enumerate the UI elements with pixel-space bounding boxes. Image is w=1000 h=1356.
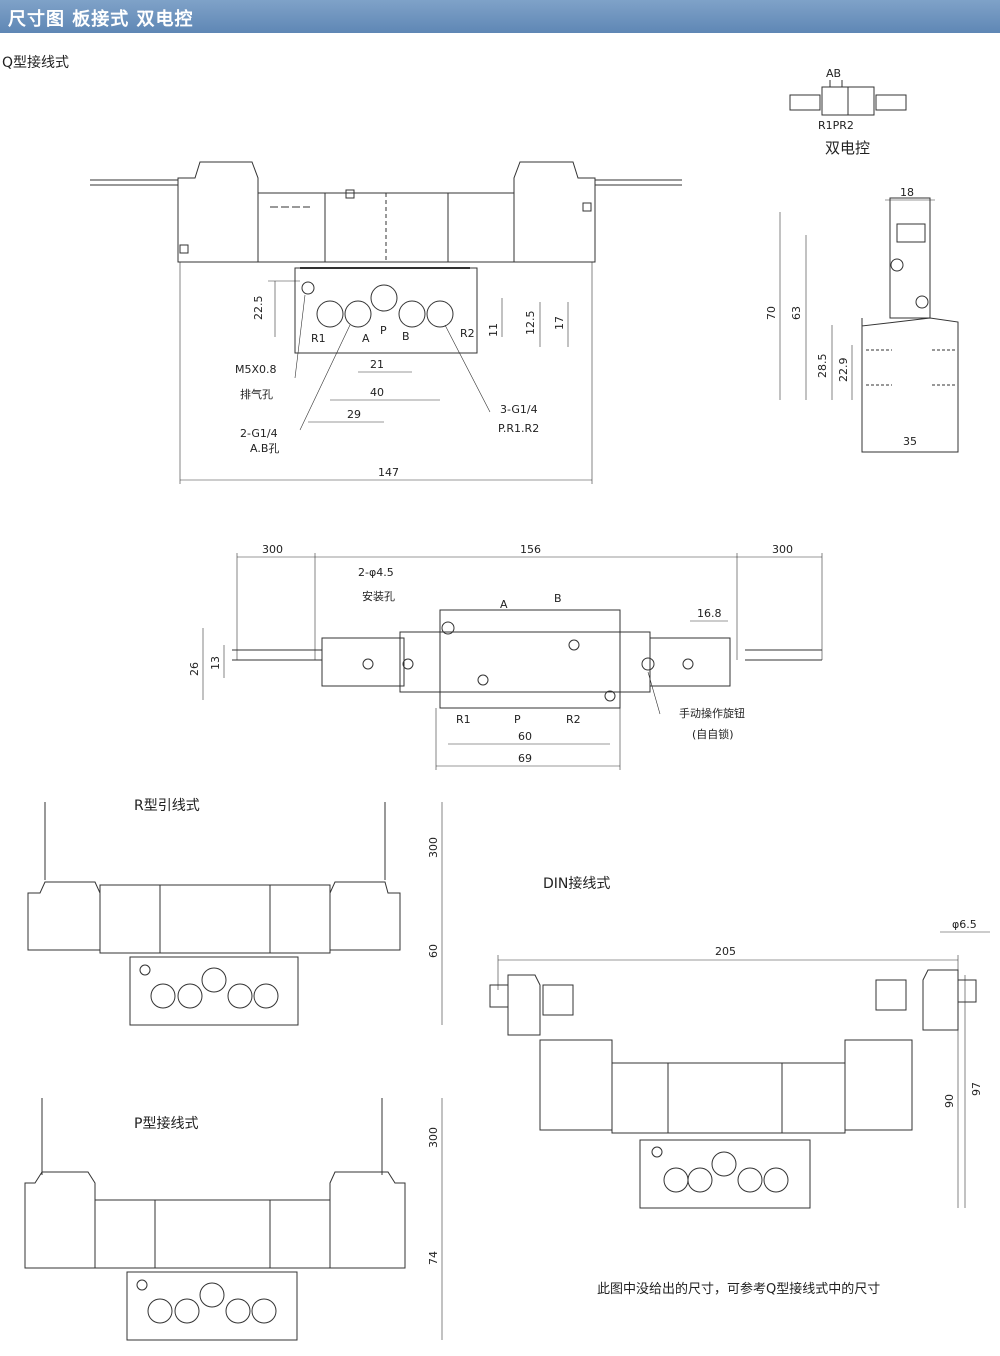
dim-18: 18	[900, 186, 914, 199]
r-dim-300: 300	[427, 837, 440, 858]
port-p: P	[380, 324, 387, 337]
dim-300-right: 300	[772, 543, 793, 556]
din-view	[489, 931, 990, 1209]
symbol-ab: AB	[826, 67, 841, 80]
callout-manual-knob: 手动操作旋钮	[679, 706, 745, 720]
dim-156: 156	[520, 543, 541, 556]
r-type-label: R型引线式	[134, 798, 200, 814]
dim-26: 26	[188, 662, 201, 676]
r-type-view	[27, 802, 443, 1026]
callout-ab: A.B孔	[250, 442, 279, 455]
callout-self-lock: (自自锁)	[692, 727, 734, 741]
din-dim-90: 90	[943, 1094, 956, 1108]
callout-3g14: 3-G1/4	[500, 403, 538, 416]
dim-12-5: 12.5	[524, 311, 537, 336]
dim-28-5: 28.5	[816, 354, 829, 379]
callout-2g14: 2-G1/4	[240, 427, 278, 440]
dim-147: 147	[378, 466, 399, 479]
din-dim-97: 97	[970, 1082, 983, 1096]
p-dim-300: 300	[427, 1127, 440, 1148]
callout-mount-holes: 2-φ4.5	[358, 566, 394, 579]
footnote: 此图中没给出的尺寸，可参考Q型接线式中的尺寸	[597, 1282, 881, 1297]
symbol-r1pr2: R1PR2	[818, 119, 854, 132]
p-type-label: P型接线式	[134, 1116, 199, 1132]
r-dim-60: 60	[427, 944, 440, 958]
page-title: 尺寸图 板接式 双电控	[8, 9, 194, 30]
dim-22-9: 22.9	[837, 358, 850, 383]
port-a: A	[362, 332, 370, 345]
dim-70: 70	[765, 306, 778, 320]
din-dim-205: 205	[715, 945, 736, 958]
din-dim-phi65: φ6.5	[952, 918, 977, 931]
dim-21: 21	[370, 358, 384, 371]
top-view	[202, 553, 823, 770]
dim-22-5: 22.5	[252, 296, 265, 321]
callout-m5: M5X0.8	[235, 363, 277, 376]
din-type-label: DIN接线式	[543, 876, 611, 892]
q-front-view	[90, 161, 682, 484]
p-type-view	[24, 1098, 443, 1341]
header-bar: 尺寸图 板接式 双电控	[0, 0, 1000, 33]
top-port-b: B	[554, 592, 562, 605]
valve-symbol	[789, 80, 907, 116]
dim-300-left: 300	[262, 543, 283, 556]
callout-mount-label: 安装孔	[362, 589, 395, 603]
side-view	[779, 197, 959, 453]
dim-17: 17	[553, 316, 566, 330]
port-r1: R1	[311, 332, 326, 345]
top-port-a: A	[500, 598, 508, 611]
dim-29: 29	[347, 408, 361, 421]
dim-40: 40	[370, 386, 384, 399]
callout-exhaust: 排气孔	[240, 387, 273, 401]
dim-16-8: 16.8	[697, 607, 722, 620]
port-r2: R2	[460, 327, 475, 340]
top-port-p: P	[514, 713, 521, 726]
dim-13: 13	[209, 656, 222, 670]
dim-35: 35	[903, 435, 917, 448]
top-port-r1: R1	[456, 713, 471, 726]
callout-pr1r2: P.R1.R2	[498, 422, 539, 435]
symbol-caption: 双电控	[825, 139, 871, 157]
top-port-r2: R2	[566, 713, 581, 726]
dim-60: 60	[518, 730, 532, 743]
dim-11: 11	[487, 323, 500, 337]
p-dim-74: 74	[427, 1251, 440, 1265]
dim-69: 69	[518, 752, 532, 765]
port-b: B	[402, 330, 410, 343]
q-type-label: Q型接线式	[2, 55, 70, 71]
dim-63: 63	[790, 306, 803, 320]
